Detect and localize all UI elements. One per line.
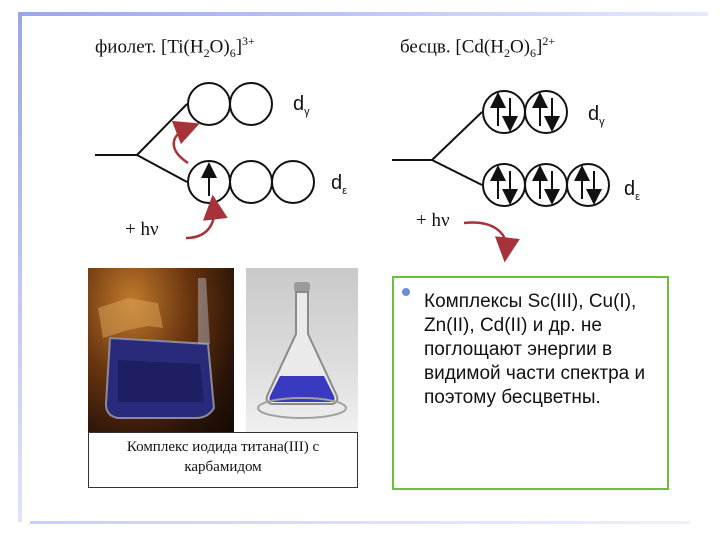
photon-arrow-not-absorbed xyxy=(463,221,520,263)
right-dgamma-orbitals xyxy=(482,90,568,134)
orbital-circle xyxy=(524,163,568,207)
left-dgamma-orbitals xyxy=(187,82,273,126)
orbital-circle xyxy=(524,90,568,134)
photo-conical-flask xyxy=(246,268,358,438)
orbital-circle xyxy=(566,163,610,207)
orbital-circle xyxy=(482,90,526,134)
decorative-top-bar xyxy=(18,12,708,16)
orbital-circle xyxy=(482,163,526,207)
left-deps-orbitals xyxy=(187,160,315,204)
photo-caption: Комплекс иодида титана(III) с карбамидом xyxy=(88,432,358,488)
photon-absorption-arrow xyxy=(185,194,228,240)
note-text: Комплексы Sc(III), Cu(I), Zn(II), Cd(II)… xyxy=(424,291,646,408)
right-deps-label: dε xyxy=(624,178,641,203)
decorative-bottom-bar xyxy=(30,521,690,524)
orbital-circle xyxy=(229,82,273,126)
orbital-circle xyxy=(271,160,315,204)
decorative-left-bar xyxy=(18,12,22,522)
orbital-circle xyxy=(229,160,273,204)
note-box: Комплексы Sc(III), Cu(I), Zn(II), Cd(II)… xyxy=(392,276,669,490)
right-photon-label: + hν xyxy=(416,210,450,231)
right-splitting-lines xyxy=(392,111,483,186)
title-ti-complex: фиолет. [Ti(H2O)6]3+ xyxy=(95,34,255,61)
left-splitting-lines xyxy=(95,103,188,183)
bullet-dot xyxy=(402,288,410,296)
excitation-arrow xyxy=(171,120,200,165)
right-dgamma-label: dγ xyxy=(588,103,605,128)
left-photon-label: + hν xyxy=(125,219,159,240)
photo-titanium-solution-flask xyxy=(88,268,234,438)
left-dgamma-label: dγ xyxy=(293,93,310,118)
right-deps-orbitals xyxy=(482,163,610,207)
left-deps-label: dε xyxy=(331,172,348,197)
orbital-circle xyxy=(187,82,231,126)
paired-electron-arrows xyxy=(490,92,602,205)
title-cd-complex: бесцв. [Cd(H2O)6]2+ xyxy=(400,34,556,61)
